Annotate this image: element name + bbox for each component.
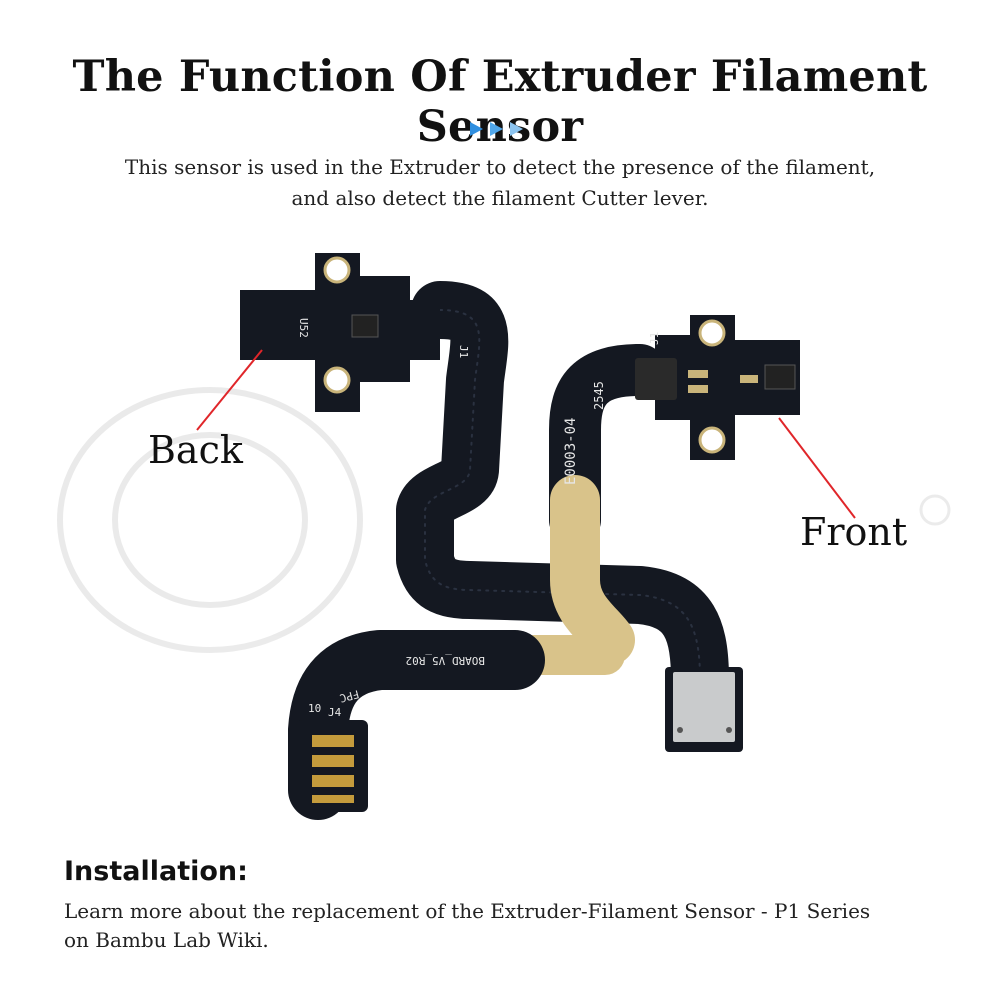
back-j1-label: J1 — [457, 345, 470, 358]
description-line-2: and also detect the filament Cutter leve… — [291, 186, 709, 210]
fpc-label: FPC — [338, 687, 361, 705]
back-board — [240, 253, 440, 412]
installation-heading: Installation: — [64, 856, 248, 887]
j4-connector — [296, 720, 368, 812]
watermark-logo — [57, 387, 951, 653]
description: This sensor is used in the Extruder to d… — [0, 152, 1000, 214]
installation-text: Learn more about the replacement of the … — [64, 897, 964, 955]
sensor-photo: U52 J1 J1 E0003-04 2545 BOARD_V5_R02 FPC… — [57, 253, 951, 820]
fpc-board-label: BOARD_V5_R02 — [406, 654, 485, 667]
metal-stiffener — [665, 667, 743, 752]
front-pointer-line — [778, 417, 856, 519]
back-u52-label: U52 — [297, 318, 310, 338]
description-line-1: This sensor is used in the Extruder to d… — [124, 155, 876, 179]
front-label: Front — [800, 510, 908, 554]
triple-arrow-icon — [470, 122, 523, 136]
page-title: The Function Of Extruder Filament Sensor — [72, 52, 928, 152]
installation-line-1: Learn more about the replacement of the … — [64, 899, 871, 923]
j4-label: J4 — [328, 706, 342, 719]
front-part-label: E0003-04 — [563, 418, 579, 485]
back-label: Back — [148, 428, 243, 472]
installation-line-2: on Bambu Lab Wiki. — [64, 928, 269, 952]
front-code-label: 2545 — [592, 381, 606, 410]
front-board — [635, 315, 800, 460]
back-pointer-line — [196, 349, 263, 431]
pin10-label: 10 — [308, 702, 321, 715]
front-j1-label: J1 — [648, 332, 661, 345]
